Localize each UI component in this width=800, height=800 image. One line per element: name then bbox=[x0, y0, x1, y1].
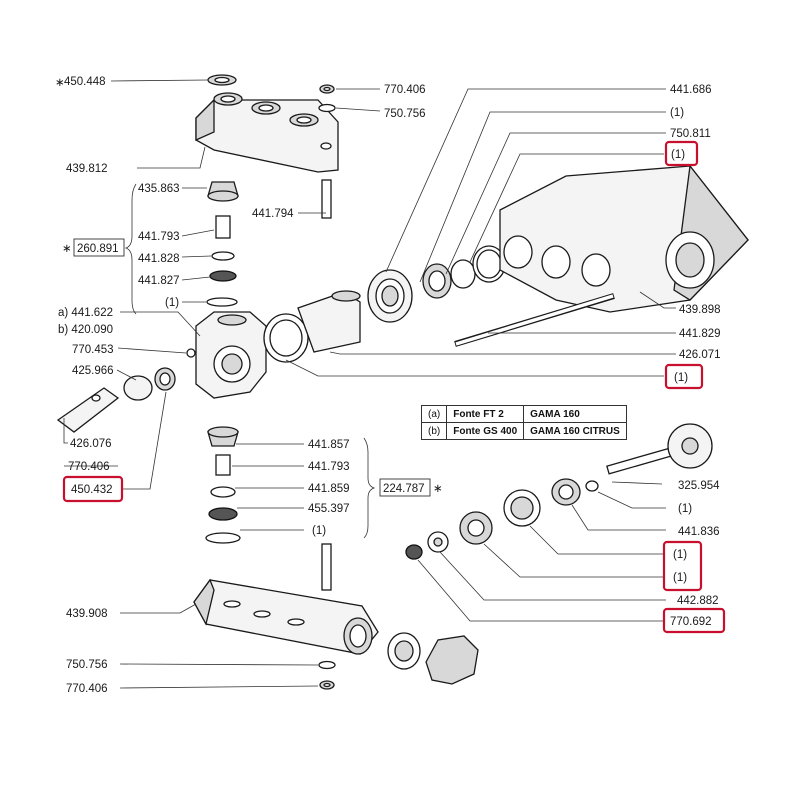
label-a-441-622: a) 441.622 bbox=[58, 307, 113, 319]
label-425-966: 425.966 bbox=[72, 365, 114, 377]
label-325-954: 325.954 bbox=[678, 480, 720, 492]
label-1-g: (1) bbox=[673, 549, 687, 561]
part-450-432 bbox=[154, 367, 176, 391]
part-435-863 bbox=[207, 181, 239, 202]
label-441-793-bot: 441.793 bbox=[308, 461, 350, 473]
label-750-756-top: 750.756 bbox=[384, 108, 426, 120]
part-439-812-manifold bbox=[195, 92, 339, 173]
part-outlet-seal bbox=[387, 632, 421, 670]
label-star-260-891: ∗ bbox=[62, 243, 72, 255]
part-oring-c bbox=[206, 297, 238, 307]
legend-gama: GAMA 160 CITRUS bbox=[523, 422, 627, 440]
part-426-071-piston bbox=[263, 290, 361, 363]
part-325-954-spindle bbox=[606, 423, 713, 475]
part-439-898-block bbox=[499, 164, 749, 313]
label-1-f: (1) bbox=[678, 503, 692, 515]
label-441-686: 441.686 bbox=[670, 84, 712, 96]
part-cylinder bbox=[367, 269, 413, 323]
label-426-071: 426.071 bbox=[679, 349, 721, 361]
part-oring-e bbox=[205, 532, 241, 544]
part-450-448 bbox=[207, 74, 237, 86]
label-1-h: (1) bbox=[673, 572, 687, 584]
label-455-397: 455.397 bbox=[308, 503, 350, 515]
label-439-908: 439.908 bbox=[66, 608, 108, 620]
label-441-857: 441.857 bbox=[308, 439, 350, 451]
model-legend-table: (a) Fonte FT 2 GAMA 160 (b) Fonte GS 400… bbox=[420, 405, 627, 440]
label-1-e: (1) bbox=[312, 525, 326, 537]
part-labels: ∗ 450.448 770.406 750.756 441.686 (1) 75… bbox=[55, 76, 721, 695]
legend-row-b: (b) Fonte GS 400 GAMA 160 CITRUS bbox=[420, 422, 627, 440]
label-770-406-mid: 770.406 bbox=[68, 461, 110, 473]
label-442-882: 442.882 bbox=[677, 595, 719, 607]
label-750-811: 750.811 bbox=[670, 128, 711, 140]
part-lower-stud bbox=[321, 543, 332, 591]
label-260-891: 260.891 bbox=[77, 243, 119, 255]
label-441-836: 441.836 bbox=[678, 526, 720, 538]
label-770-453: 770.453 bbox=[72, 344, 114, 356]
part-439-908-manifold bbox=[193, 578, 379, 655]
label-439-812: 439.812 bbox=[66, 163, 108, 175]
group-box-260-891 bbox=[73, 238, 125, 257]
part-441-793-spring-bot bbox=[215, 454, 231, 476]
legend-model: Fonte GS 400 bbox=[446, 422, 525, 440]
label-441-827: 441.827 bbox=[138, 275, 180, 287]
legend-model: Fonte FT 2 bbox=[446, 405, 525, 423]
part-441-836 bbox=[551, 478, 581, 506]
part-750-756-bot bbox=[318, 660, 336, 670]
label-770-406-bot: 770.406 bbox=[66, 683, 108, 695]
part-441-828 bbox=[211, 251, 235, 261]
label-770-406-top: 770.406 bbox=[384, 84, 426, 96]
label-441-794: 441.794 bbox=[252, 208, 294, 220]
part-425-966-handle bbox=[56, 387, 120, 433]
part-washer-442-882 bbox=[427, 531, 449, 553]
label-750-756-bot: 750.756 bbox=[66, 659, 108, 671]
part-ring-1h bbox=[503, 489, 541, 527]
label-441-793-top: 441.793 bbox=[138, 231, 180, 243]
legend-gama: GAMA 160 bbox=[523, 405, 627, 423]
label-1-a: (1) bbox=[670, 107, 684, 119]
group-box-224-787 bbox=[379, 478, 431, 497]
label-1-d: (1) bbox=[674, 372, 688, 384]
part-441-794-stud bbox=[321, 179, 332, 219]
label-770-692: 770.692 bbox=[670, 616, 712, 628]
label-441-859: 441.859 bbox=[308, 483, 350, 495]
label-star-224-787: ∗ bbox=[433, 483, 443, 495]
part-441-857 bbox=[207, 426, 239, 447]
leader-lines bbox=[63, 79, 676, 689]
label-1-c: (1) bbox=[165, 297, 179, 309]
part-cap bbox=[123, 375, 153, 401]
part-441-829-rod bbox=[454, 293, 615, 347]
part-770-692-nut bbox=[405, 544, 423, 560]
label-441-829: 441.829 bbox=[679, 328, 721, 340]
label-439-898: 439.898 bbox=[679, 304, 721, 316]
label-426-076: 426.076 bbox=[70, 438, 112, 450]
part-seal-rings bbox=[422, 245, 506, 299]
part-750-756-top bbox=[318, 103, 336, 113]
label-441-828: 441.828 bbox=[138, 253, 180, 265]
part-oring-f bbox=[585, 480, 599, 492]
part-outlet-cap bbox=[425, 635, 479, 685]
label-450-448: 450.448 bbox=[64, 76, 106, 88]
highlight-boxes bbox=[62, 140, 726, 634]
legend-key: (b) bbox=[420, 422, 448, 440]
label-450-432: 450.432 bbox=[71, 484, 113, 496]
part-770-406-bot bbox=[319, 680, 335, 690]
part-441-622-body bbox=[186, 311, 267, 399]
label-435-863: 435.863 bbox=[138, 183, 180, 195]
label-star-450-448: ∗ bbox=[55, 77, 65, 89]
legend-row-a: (a) Fonte FT 2 GAMA 160 bbox=[420, 405, 627, 423]
part-455-397 bbox=[208, 507, 238, 521]
label-224-787: 224.787 bbox=[383, 483, 425, 495]
part-441-827 bbox=[209, 270, 237, 282]
part-441-793-spring-top bbox=[215, 215, 231, 239]
part-ring-1g bbox=[459, 511, 493, 545]
part-770-406-top bbox=[319, 84, 335, 94]
legend-key: (a) bbox=[420, 405, 448, 423]
label-1-b: (1) bbox=[671, 149, 685, 161]
label-b-420-090: b) 420.090 bbox=[58, 324, 113, 336]
part-441-859 bbox=[210, 486, 236, 498]
